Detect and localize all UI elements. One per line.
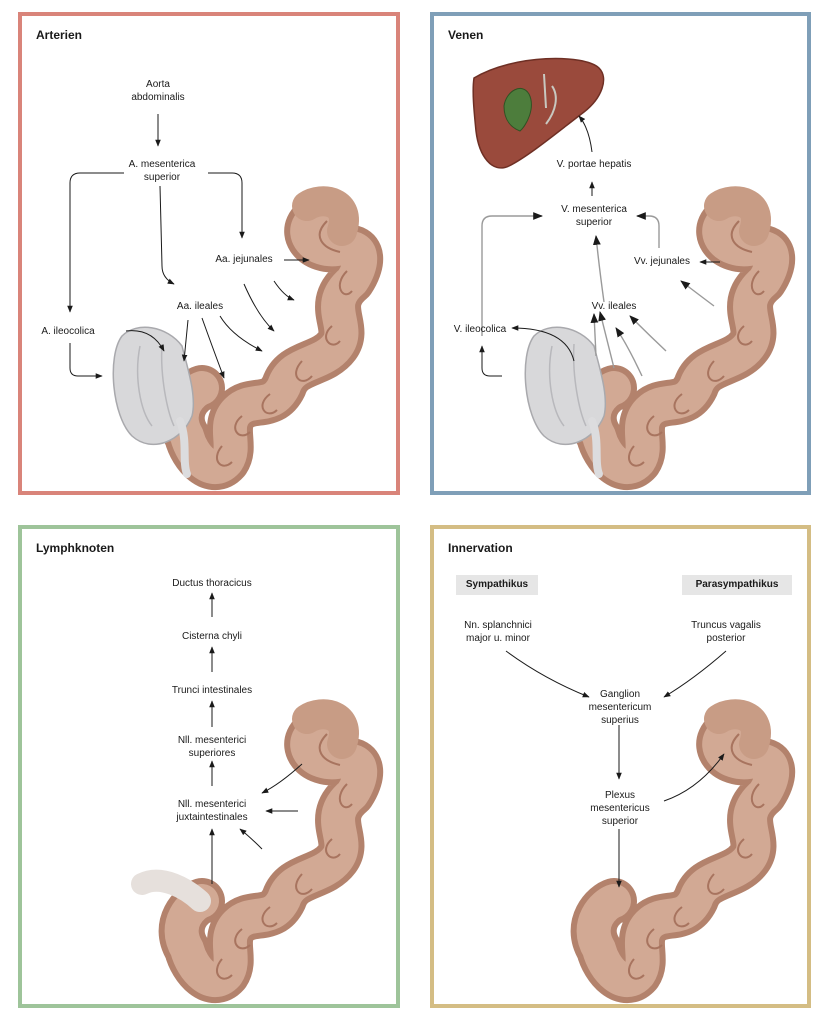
venen-arrows — [479, 115, 720, 377]
panel-title-arterien: Arterien — [36, 28, 83, 42]
panel-title-venen: Venen — [448, 28, 484, 42]
innervation-illustration — [505, 650, 807, 1004]
small-intestine-illustration — [182, 201, 361, 467]
label-v-portae-hepatis: V. portae hepatis — [556, 159, 632, 170]
panel-lymphknoten: Lymphknoten Ductus thoracicus Cisterna c… — [18, 525, 400, 1008]
lymph-illustration — [131, 592, 396, 1004]
arterien-arrows — [67, 114, 310, 379]
small-intestine-illustration — [594, 714, 773, 980]
panel-title-innervation: Innervation — [448, 541, 513, 555]
label-trunci-intestinales: Trunci intestinales — [171, 685, 253, 696]
label-vv-ileales: Vv. ileales — [591, 301, 637, 312]
parasympathikus-badge: Parasympathikus — [682, 575, 792, 595]
label-a-ileocolica: A. ileocolica — [41, 326, 95, 337]
lymph-arrows — [209, 592, 303, 884]
sympathikus-badge: Sympathikus — [456, 575, 538, 595]
label-vv-jejunales: Vv. jejunales — [634, 256, 690, 267]
label-aa-jejunales: Aa. jejunales — [215, 254, 273, 265]
label-v-ileocolica: V. ileocolica — [453, 324, 507, 335]
innervation-arrows — [505, 650, 727, 888]
arterien-illustration — [67, 114, 396, 491]
cecum-illustration — [525, 327, 605, 474]
venen-illustration — [472, 57, 807, 491]
cecum-illustration — [113, 327, 193, 474]
label-aa-ileales: Aa. ileales — [176, 301, 224, 312]
label-cisterna-chyli: Cisterna chyli — [181, 631, 243, 642]
liver-illustration — [472, 57, 605, 169]
label-ductus-thoracicus: Ductus thoracicus — [172, 578, 252, 589]
panel-title-lymphknoten: Lymphknoten — [36, 541, 115, 555]
panel-innervation: Innervation Sympathikus Parasympathikus … — [430, 525, 811, 1008]
